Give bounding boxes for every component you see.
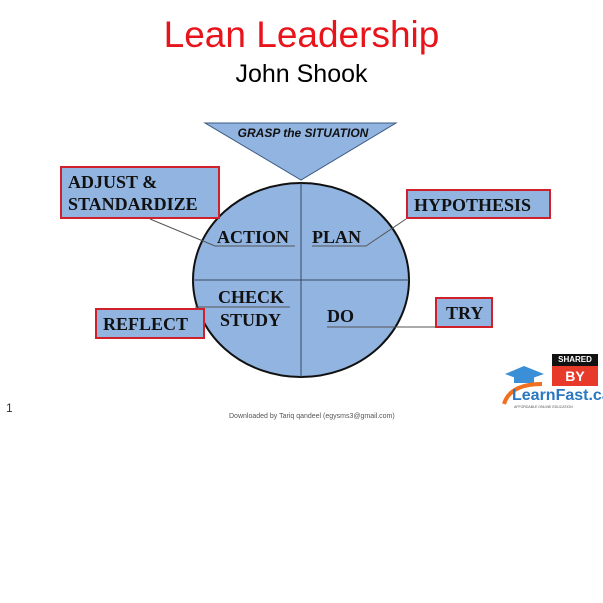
brand-tagline: AFFORDABLE ONLINE EDUCATION bbox=[514, 405, 573, 409]
quadrant-action: ACTION bbox=[217, 227, 289, 247]
callout-adjust-line2: STANDARDIZE bbox=[68, 194, 198, 214]
quadrant-study: STUDY bbox=[220, 310, 281, 330]
badge-bottom: BY bbox=[552, 366, 598, 386]
callout-reflect: REFLECT bbox=[95, 308, 205, 339]
callout-adjust-line1: ADJUST & bbox=[68, 172, 158, 192]
quadrant-check: CHECK bbox=[218, 287, 284, 307]
callout-try: TRY bbox=[435, 297, 493, 328]
brand-name: LearnFast.ca bbox=[512, 387, 603, 404]
adjust-connector bbox=[149, 218, 295, 247]
quadrant-plan: PLAN bbox=[312, 227, 361, 247]
callout-hypothesis: HYPOTHESIS bbox=[406, 189, 551, 219]
page-subtitle: John Shook bbox=[235, 60, 368, 88]
badge-top: SHARED bbox=[552, 354, 598, 366]
callout-adjust-standardize: ADJUST & STANDARDIZE bbox=[60, 166, 220, 219]
hypothesis-connector bbox=[312, 218, 407, 247]
page-title: Lean Leadership bbox=[163, 14, 440, 55]
grasp-triangle bbox=[203, 122, 398, 181]
learnfast-logo: SHARED BY LearnFast.ca AFFORDABLE ONLINE… bbox=[502, 354, 603, 410]
shared-by-badge: SHARED BY bbox=[552, 354, 598, 386]
download-footer: Downloaded by Tariq qandeel (egysms3@gma… bbox=[229, 413, 395, 420]
grasp-label: GRASP the SITUATION bbox=[238, 126, 369, 140]
page-number: 1 bbox=[6, 401, 13, 415]
quadrant-do: DO bbox=[327, 306, 354, 326]
graduation-cap-icon bbox=[502, 366, 544, 405]
